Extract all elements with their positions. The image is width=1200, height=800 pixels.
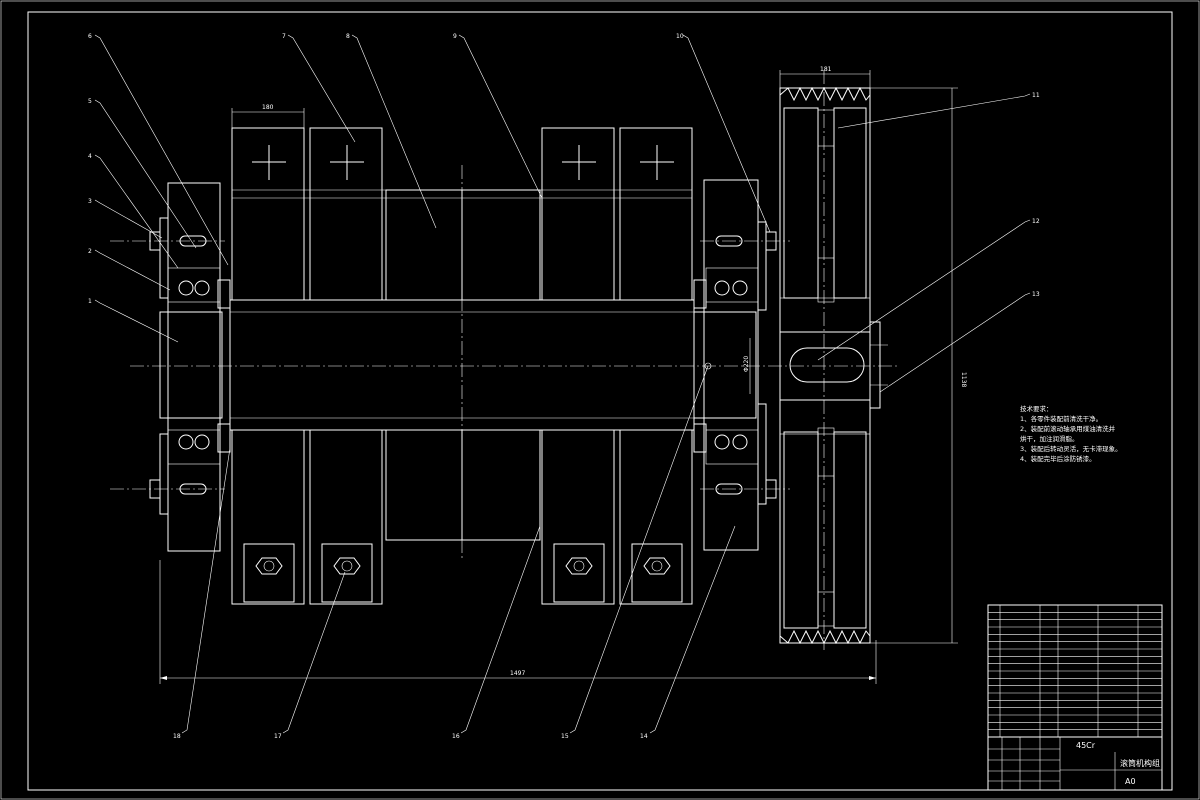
- balloon-3: 3: [88, 198, 92, 205]
- dim-overall-length: 1497: [510, 670, 525, 677]
- balloon-11: 11: [1032, 92, 1040, 99]
- dim-pulley-diameter: 1138: [960, 372, 967, 387]
- left-bearing-housing: [110, 182, 231, 552]
- title-block-material: 45Cr: [1076, 741, 1096, 750]
- dim-pulley-width: 181: [820, 66, 832, 73]
- balloon-12: 12: [1032, 218, 1040, 225]
- balloon-5: 5: [88, 98, 92, 105]
- tech-req-line-2: 2、装配前滚动轴承用煤油清洗并: [1020, 424, 1116, 433]
- dim-shaft-diameter: Φ220: [743, 356, 750, 372]
- balloon-9: 9: [453, 33, 457, 40]
- parts-list: [987, 604, 1163, 738]
- title-block-title: 滚筒机构组: [1120, 758, 1160, 768]
- balloon-13: 13: [1032, 291, 1040, 298]
- balloon-15: 15: [561, 733, 569, 740]
- sheet-inner-border: [27, 11, 1173, 791]
- balloon-17: 17: [274, 733, 282, 740]
- leader-lines: [94, 34, 1031, 734]
- title-block: 45Cr 滚筒机构组 A0: [987, 736, 1163, 791]
- title-block-scale: A0: [1125, 777, 1136, 786]
- tech-req-line-4: 3、装配后转动灵活，无卡滞现象。: [1020, 444, 1122, 453]
- tech-req-line-3: 烘干，加注润滑脂。: [1020, 434, 1079, 443]
- technical-requirements: 技术要求： 1、各零件装配前清洗干净。 2、装配前滚动轴承用煤油清洗并 烘干，加…: [1020, 404, 1122, 463]
- balloon-14: 14: [640, 733, 648, 740]
- balloon-18: 18: [173, 733, 181, 740]
- roller-segments-bottom: [231, 429, 693, 605]
- balloon-7: 7: [282, 33, 286, 40]
- tech-req-line-1: 1、各零件装配前清洗干净。: [1020, 414, 1102, 423]
- dimension-lines: [159, 70, 958, 684]
- roller-segments-top: [231, 127, 693, 301]
- dim-roller-width: 180: [262, 104, 274, 111]
- tech-req-line-5: 4、装配完毕后涂防锈漆。: [1020, 454, 1096, 463]
- tech-req-heading: 技术要求：: [1020, 404, 1053, 413]
- right-bearing-housing: [693, 179, 790, 551]
- balloon-6: 6: [88, 33, 92, 40]
- balloon-16: 16: [452, 733, 460, 740]
- balloon-1: 1: [88, 298, 92, 305]
- balloon-10: 10: [676, 33, 684, 40]
- v-belt-pulley: [779, 70, 888, 650]
- balloon-4: 4: [88, 153, 92, 160]
- balloon-8: 8: [346, 33, 350, 40]
- balloon-2: 2: [88, 248, 92, 255]
